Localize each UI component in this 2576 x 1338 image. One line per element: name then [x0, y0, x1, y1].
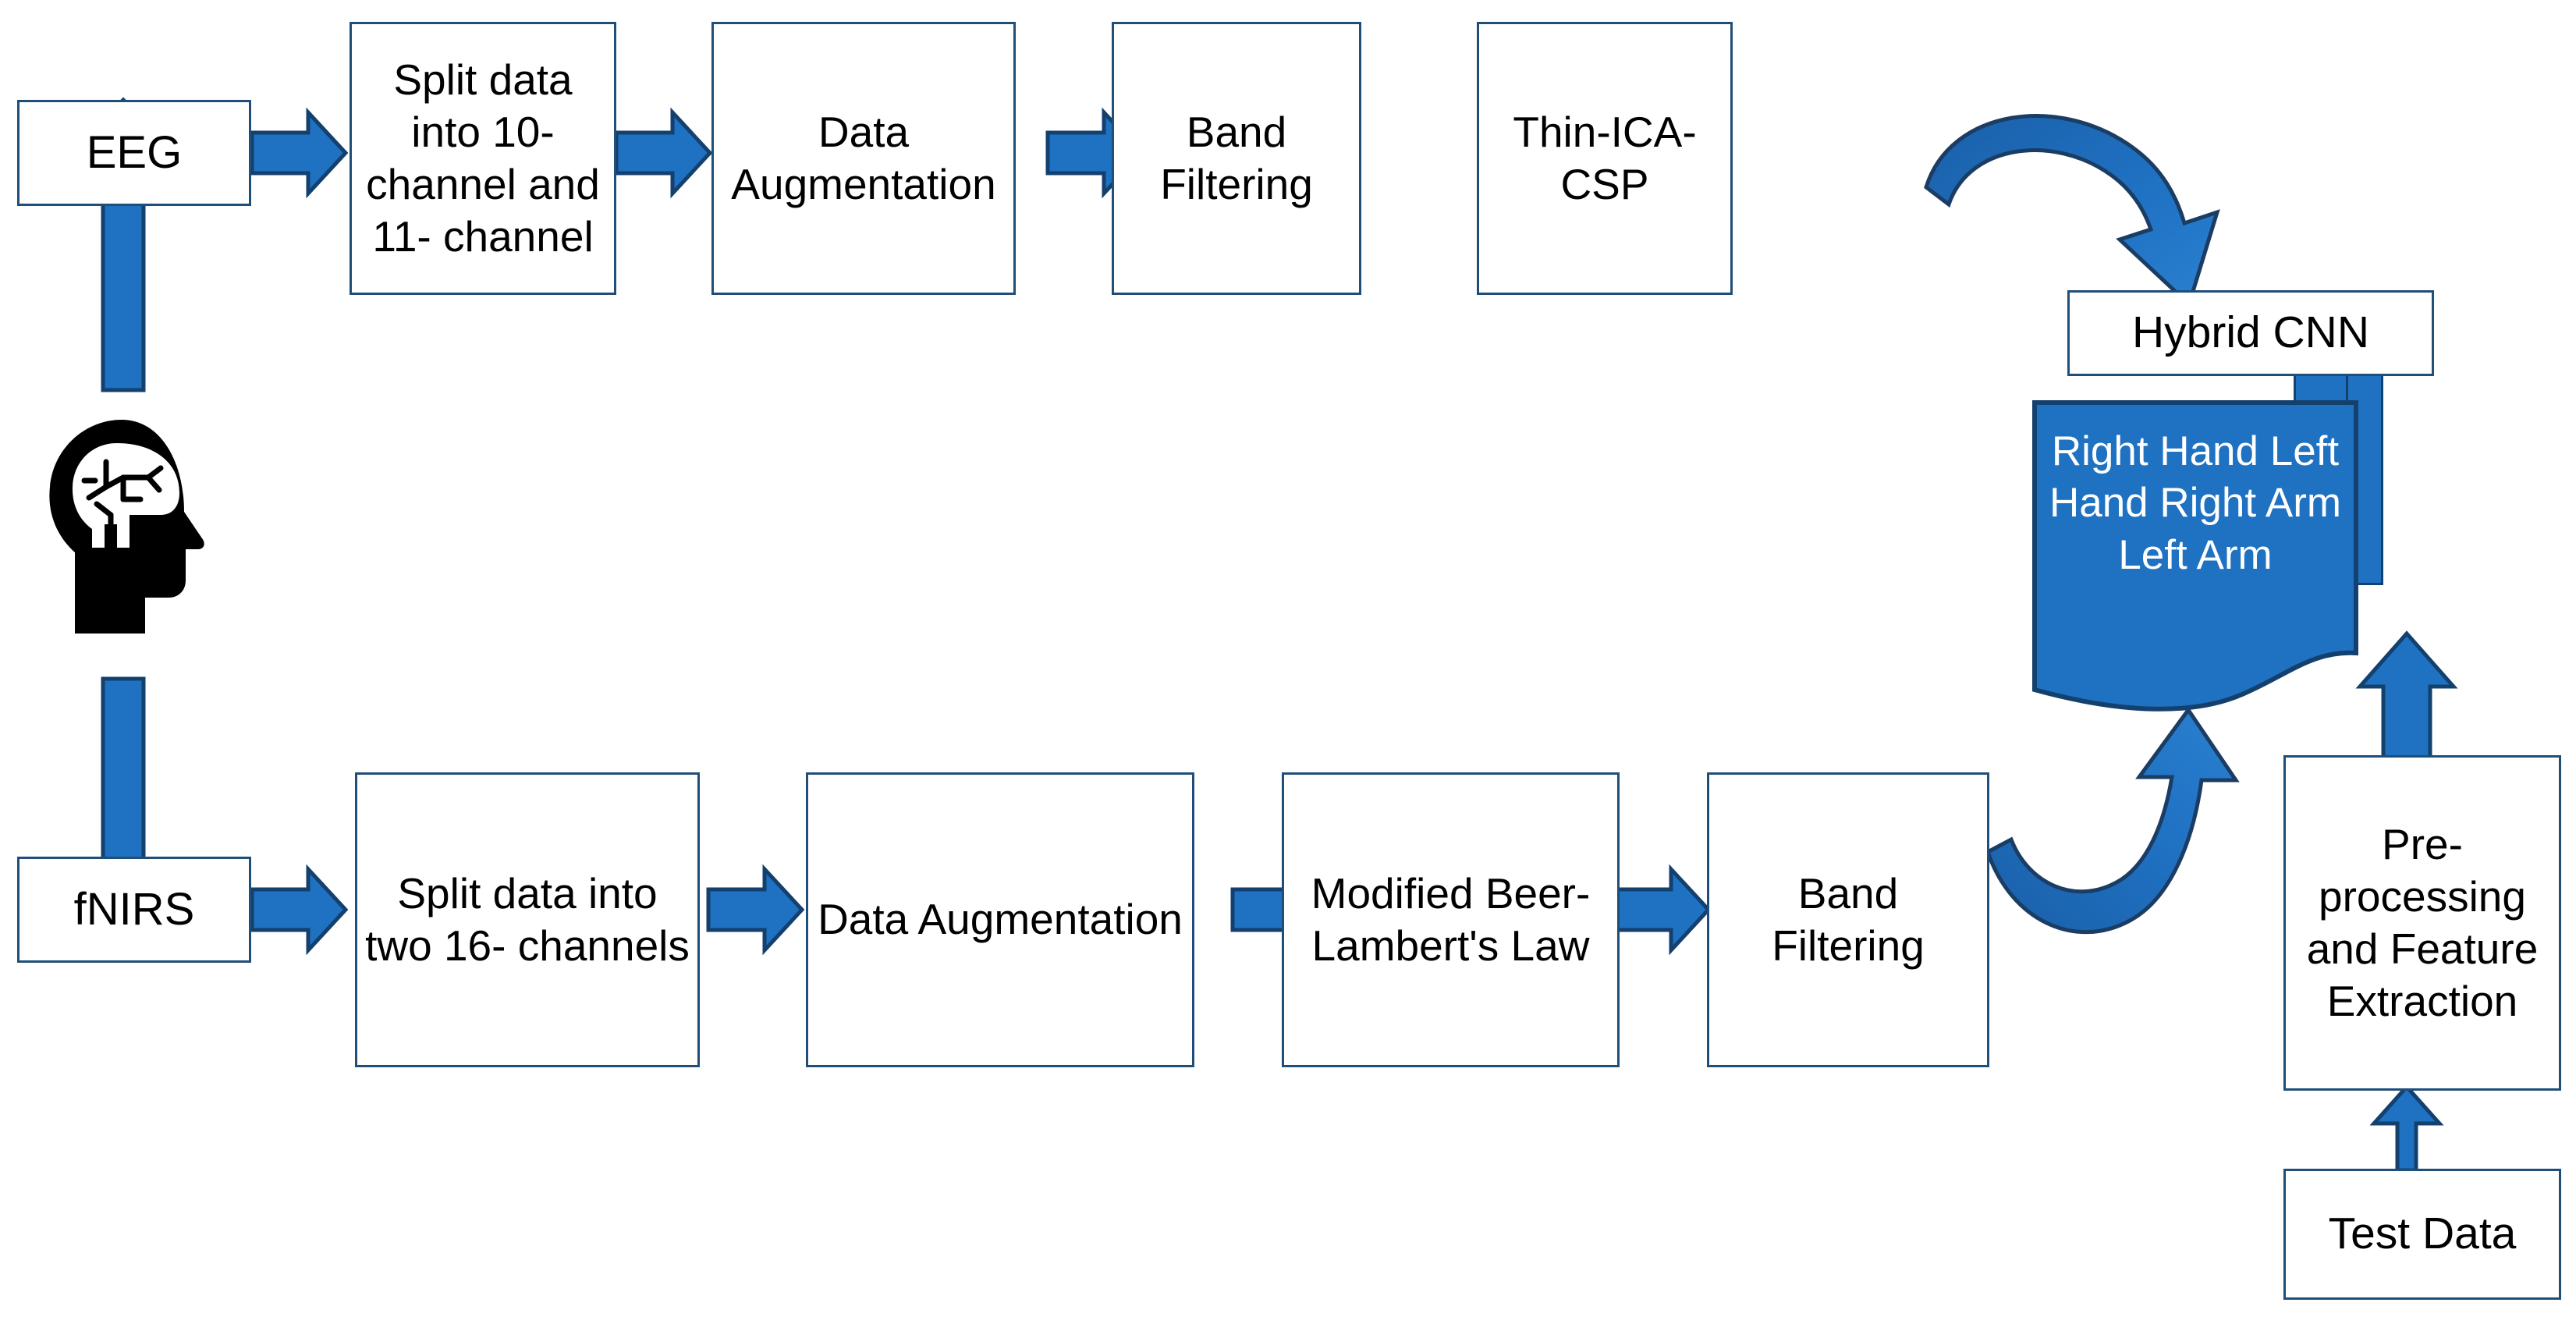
feature-extraction-to-cnn-up-arrow-icon — [2355, 630, 2458, 763]
eeg-step-data-augmentation-box[interactable]: Data Augmentation — [711, 22, 1016, 295]
eeg-to-split-arrow-icon — [250, 107, 349, 199]
test-data-box[interactable]: Test Data — [2283, 1169, 2561, 1300]
cnn-output-classes-panel[interactable]: Right Hand Left Hand Right Arm Left Arm — [2031, 399, 2359, 712]
test-data-to-feature-extraction-up-arrow-icon — [2369, 1084, 2444, 1173]
hybrid-cnn-box[interactable]: Hybrid CNN — [2067, 290, 2434, 376]
beer-lambert-to-band-filtering2-arrow-icon — [1613, 864, 1712, 956]
eeg-step-band-filtering-box[interactable]: Band Filtering — [1112, 22, 1361, 295]
fnirs-step-data-augmentation-box[interactable]: Data Augmentation — [806, 772, 1194, 1067]
ica-to-hybrid-cnn-curved-arrow-icon — [1924, 114, 2220, 308]
eeg-step-split-data-box[interactable]: Split data into 10- channel and 11- chan… — [349, 22, 616, 295]
split2-to-augmentation2-arrow-icon — [706, 864, 805, 956]
band-filtering2-to-hybrid-cnn-curved-arrow-icon — [1985, 706, 2240, 935]
fnirs-to-split-arrow-icon — [250, 864, 349, 956]
split-to-augmentation-arrow-icon — [614, 107, 713, 199]
fnirs-step-split-data-box[interactable]: Split data into two 16- channels — [355, 772, 700, 1067]
eeg-step-thin-ica-csp-box[interactable]: Thin-ICA-CSP — [1477, 22, 1733, 295]
fnirs-source-box[interactable]: fNIRS — [17, 857, 251, 963]
brain-head-icon — [49, 420, 204, 634]
eeg-source-box[interactable]: EEG — [17, 100, 251, 206]
fnirs-step-beer-lambert-box[interactable]: Modified Beer-Lambert's Law — [1282, 772, 1620, 1067]
wave-panel-shape — [2032, 400, 2358, 712]
fnirs-step-band-filtering-box[interactable]: Band Filtering — [1707, 772, 1989, 1067]
preprocessing-feature-extraction-box[interactable]: Pre-processing and Feature Extraction — [2283, 755, 2561, 1091]
